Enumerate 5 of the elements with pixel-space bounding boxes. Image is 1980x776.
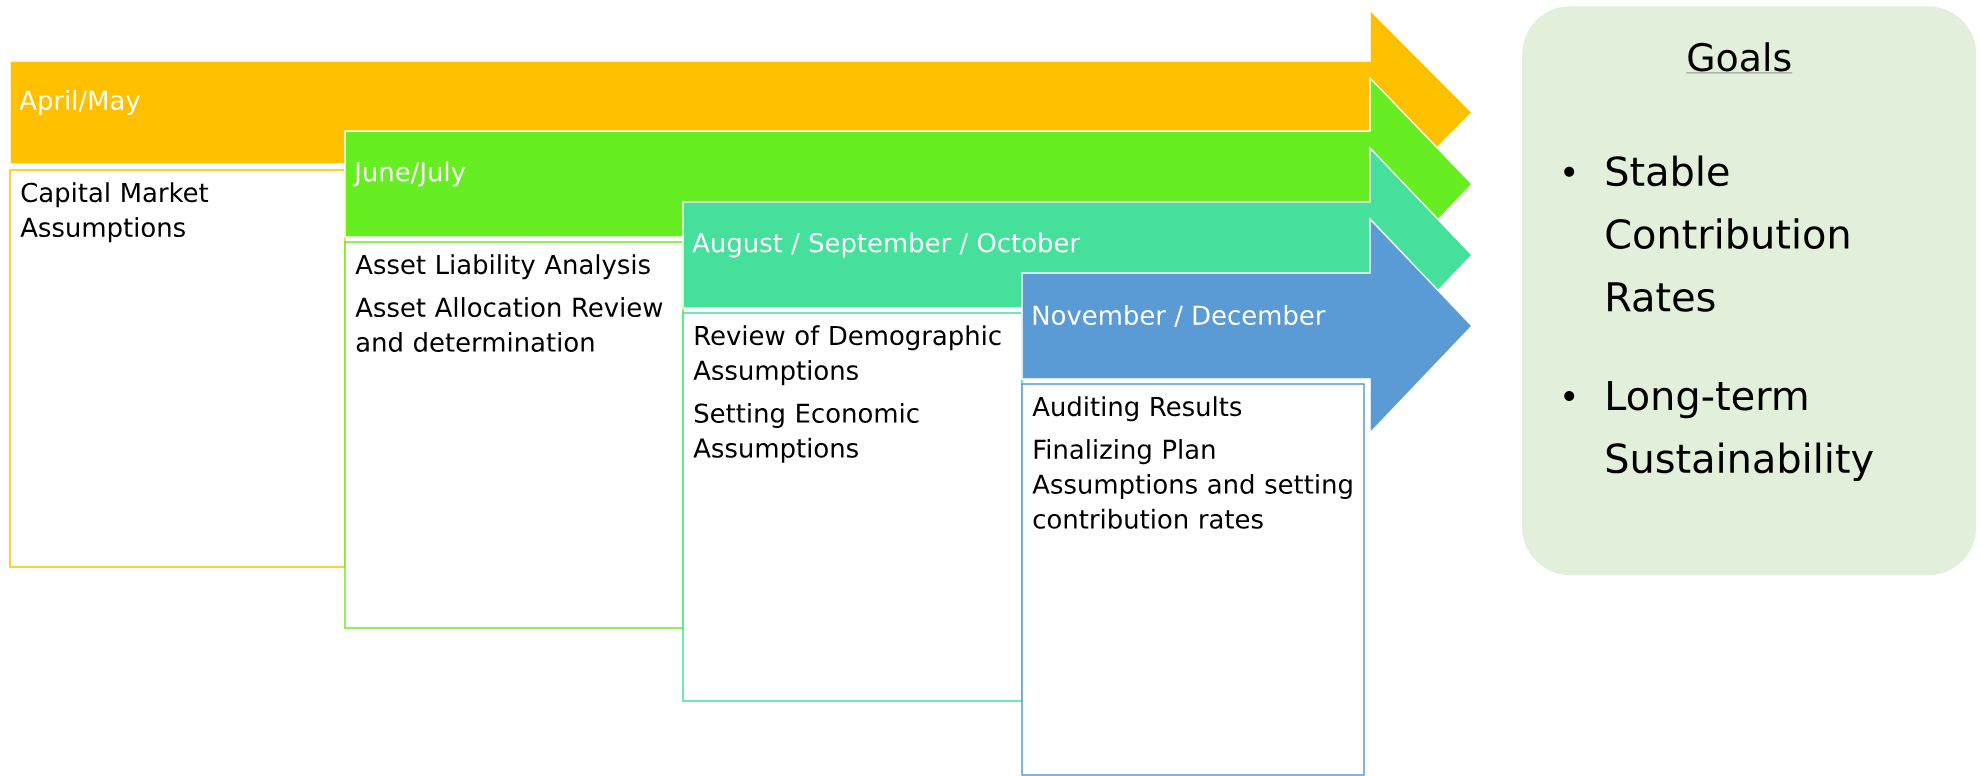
text-box: Asset Liability Analysis Asset Allocation Review and determination (344, 241, 684, 629)
goals-panel: Goals Stable Contribution Rates Long-term Sustainability (1522, 6, 1977, 576)
text-box: Review of Demographic Assumptions Setting Economic Assumptions (682, 312, 1023, 702)
text-box: Auditing Results Finalizing Plan Assumptions and setting contribution rates (1021, 383, 1365, 776)
text-box: Capital Market Assumptions (9, 169, 346, 568)
